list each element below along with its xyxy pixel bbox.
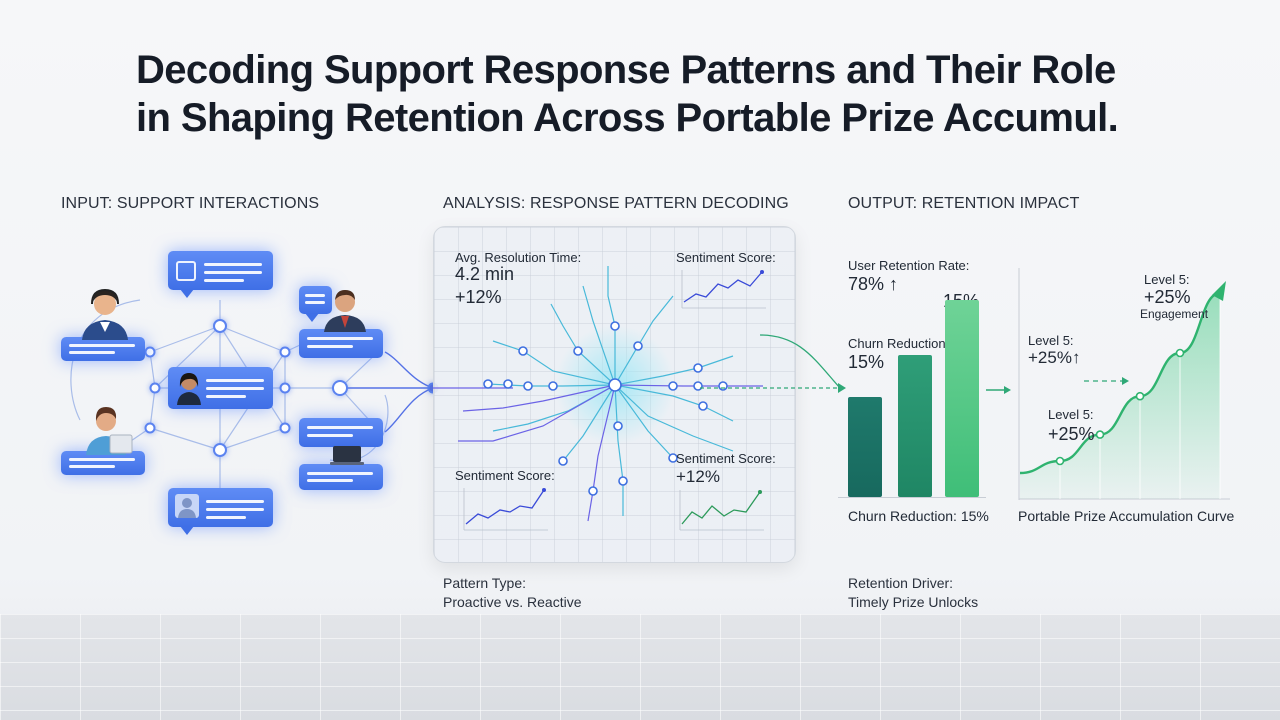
agent-headset-icon xyxy=(82,288,128,340)
curve-caption: Portable Prize Accumulation Curve xyxy=(1018,508,1235,524)
curve-point xyxy=(1175,348,1185,358)
retention-driver-value: Timely Prize Unlocks xyxy=(848,594,979,610)
network-node xyxy=(279,422,291,434)
agent-laptop-icon xyxy=(330,446,364,465)
network-node xyxy=(279,346,291,358)
agent-man-icon xyxy=(324,290,366,332)
chat-bubble-icon xyxy=(299,464,383,490)
pattern-type-label: Pattern Type: xyxy=(443,575,527,591)
sentiment-right-label: Sentiment Score: xyxy=(676,451,776,466)
level-top-note: Engagement xyxy=(1140,307,1209,321)
curve-area xyxy=(1020,293,1220,499)
section-analysis-label: ANALYSIS: RESPONSE PATTERN DECODING xyxy=(443,195,789,212)
chat-bubble-icon xyxy=(299,286,332,322)
sentiment-top-label: Sentiment Score: xyxy=(676,250,776,265)
agent-woman-icon xyxy=(86,407,133,455)
user-photo-icon xyxy=(175,494,199,518)
retention-driver-caption: Retention Driver: Timely Prize Unlocks xyxy=(848,574,978,612)
curve-point xyxy=(1095,430,1105,439)
network-node xyxy=(144,346,156,358)
chat-bubble-icon xyxy=(168,251,273,298)
level-top-label: Level 5: xyxy=(1144,272,1190,287)
bar-chart-caption: Churn Reduction: 15% xyxy=(848,508,989,524)
retention-bar xyxy=(848,397,882,497)
resolution-label: Avg. Resolution Time: xyxy=(455,250,582,265)
sentiment-right-value: +12% xyxy=(676,467,720,486)
sentiment-sparkline-left xyxy=(463,488,548,531)
network-node xyxy=(213,319,227,333)
resolution-delta: +12% xyxy=(455,287,502,307)
curve-point xyxy=(1135,391,1145,401)
sentiment-left-label: Sentiment Score: xyxy=(455,468,555,483)
network-node xyxy=(144,422,156,434)
section-input-label: INPUT: SUPPORT INTERACTIONS xyxy=(61,195,320,212)
retention-bar xyxy=(898,355,932,497)
retention-label: User Retention Rate: xyxy=(848,258,970,273)
level-mid-value: +25%↑ xyxy=(1028,348,1081,367)
sentiment-sparkline-right xyxy=(679,490,764,531)
retention-bar-chart xyxy=(848,300,982,497)
retention-value: 78% ↑ xyxy=(848,274,899,294)
bar-chart-baseline xyxy=(838,497,986,498)
curve-arrowhead xyxy=(1212,281,1226,301)
retention-driver-label: Retention Driver: xyxy=(848,575,954,591)
curve-point xyxy=(1055,456,1065,466)
chat-bubble-icon xyxy=(299,329,383,358)
level-low-label: Level 5: xyxy=(1048,407,1094,422)
neural-hub-icon xyxy=(433,266,763,522)
chat-bubble-icon xyxy=(61,451,145,475)
page-title: Decoding Support Response Patterns and T… xyxy=(136,46,1196,142)
prize-accumulation-curve xyxy=(1018,268,1230,500)
level-top-value: +25% xyxy=(1144,287,1191,307)
chat-bubble-icon xyxy=(61,337,145,361)
network-node xyxy=(149,382,161,394)
pattern-type-caption: Pattern Type: Proactive vs. Reactive xyxy=(443,574,582,612)
resolution-value: 4.2 min xyxy=(455,264,515,284)
section-output-label: OUTPUT: RETENTION IMPACT xyxy=(848,195,1080,212)
pattern-type-value: Proactive vs. Reactive xyxy=(443,594,582,610)
chat-bubble-icon xyxy=(299,418,383,447)
level-low-value: +25% xyxy=(1048,424,1095,444)
network-node xyxy=(279,382,291,394)
churn-label: Churn Reduction: xyxy=(848,336,950,351)
retention-bar xyxy=(945,300,979,497)
sentiment-sparkline-top xyxy=(681,270,766,309)
title-line-2: in Shaping Retention Across Portable Pri… xyxy=(136,96,1119,140)
floor-grid xyxy=(0,614,1280,720)
network-node xyxy=(332,380,348,396)
level-mid-label: Level 5: xyxy=(1028,333,1074,348)
title-line-1: Decoding Support Response Patterns and T… xyxy=(136,48,1116,92)
network-node xyxy=(213,443,227,457)
churn-value: 15% xyxy=(848,352,885,372)
agent-woman-icon xyxy=(177,373,201,405)
